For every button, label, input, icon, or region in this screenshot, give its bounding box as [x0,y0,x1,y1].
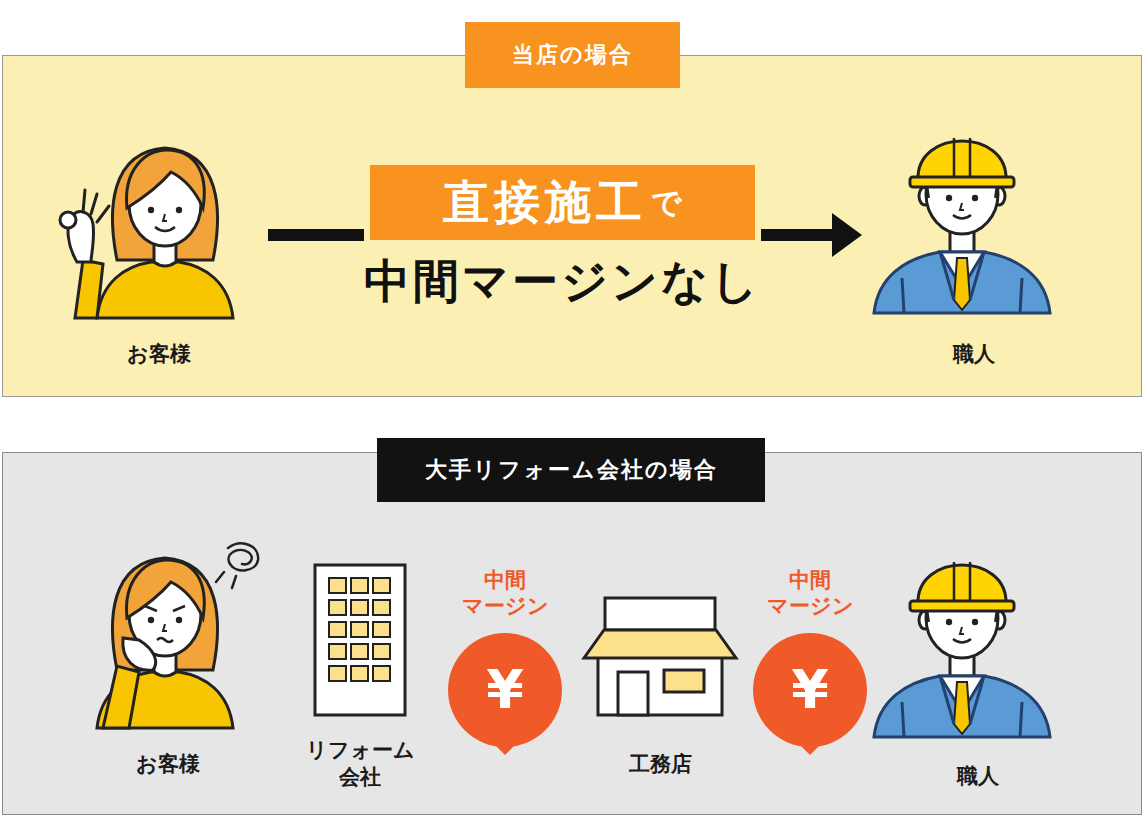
figure-label: お客様 [136,751,200,778]
yen-circle [448,633,562,747]
panel-heading: 当店の場合 [465,22,680,88]
worried-customer [97,558,233,728]
contractor-icon: 工務店 [580,590,740,790]
happy-customer [60,148,233,318]
figure-label: 工務店 [629,751,692,778]
margin-caption: 中間 マージン [767,567,854,620]
yen-circle [753,633,867,747]
flow-arrow [761,229,832,241]
margin-marker: 中間 マージン ¥ [745,560,875,760]
worker-figure: 職人 [868,120,1080,382]
figure-label: 職人 [953,341,995,368]
margin-caption: 中間 マージン [462,567,549,620]
margin-marker: 中間 マージン ¥ [440,560,570,760]
yen-symbol: ¥ [486,663,524,717]
yen-symbol: ¥ [791,663,829,717]
figure-label: お客様 [127,341,191,368]
worker-illustration [874,562,1050,737]
headline-text: 中間マージンなし [364,256,761,307]
bubble-tail [794,739,826,755]
figure-label: 職人 [957,763,999,790]
connector-dash [268,229,364,241]
panel-heading: 大手リフォーム会社の場合 [377,438,765,502]
figure-label: リフォーム 会社 [306,737,415,792]
comparison-panel: 大手リフォーム会社の場合お客様リフォーム 会社中間 マージン¥工務店中間 マージ… [2,452,1142,815]
company-icon: リフォーム 会社 [295,555,425,805]
highlight-text: で [651,186,682,219]
highlight-box: 直接施工で [370,165,755,240]
house-icon [584,598,736,715]
comparison-panel: 当店の場合お客様直接施工で職人中間マージンなし [2,55,1142,397]
worker-illustration [874,138,1050,313]
bubble-tail [489,739,521,755]
building-icon [315,565,405,715]
worry-scribble [216,544,258,588]
customer-figure: お客様 [55,120,262,382]
highlight-text: 直接施工 [443,177,647,228]
worker-figure: 職人 [875,540,1080,795]
customer-figure: お客様 [85,530,250,790]
